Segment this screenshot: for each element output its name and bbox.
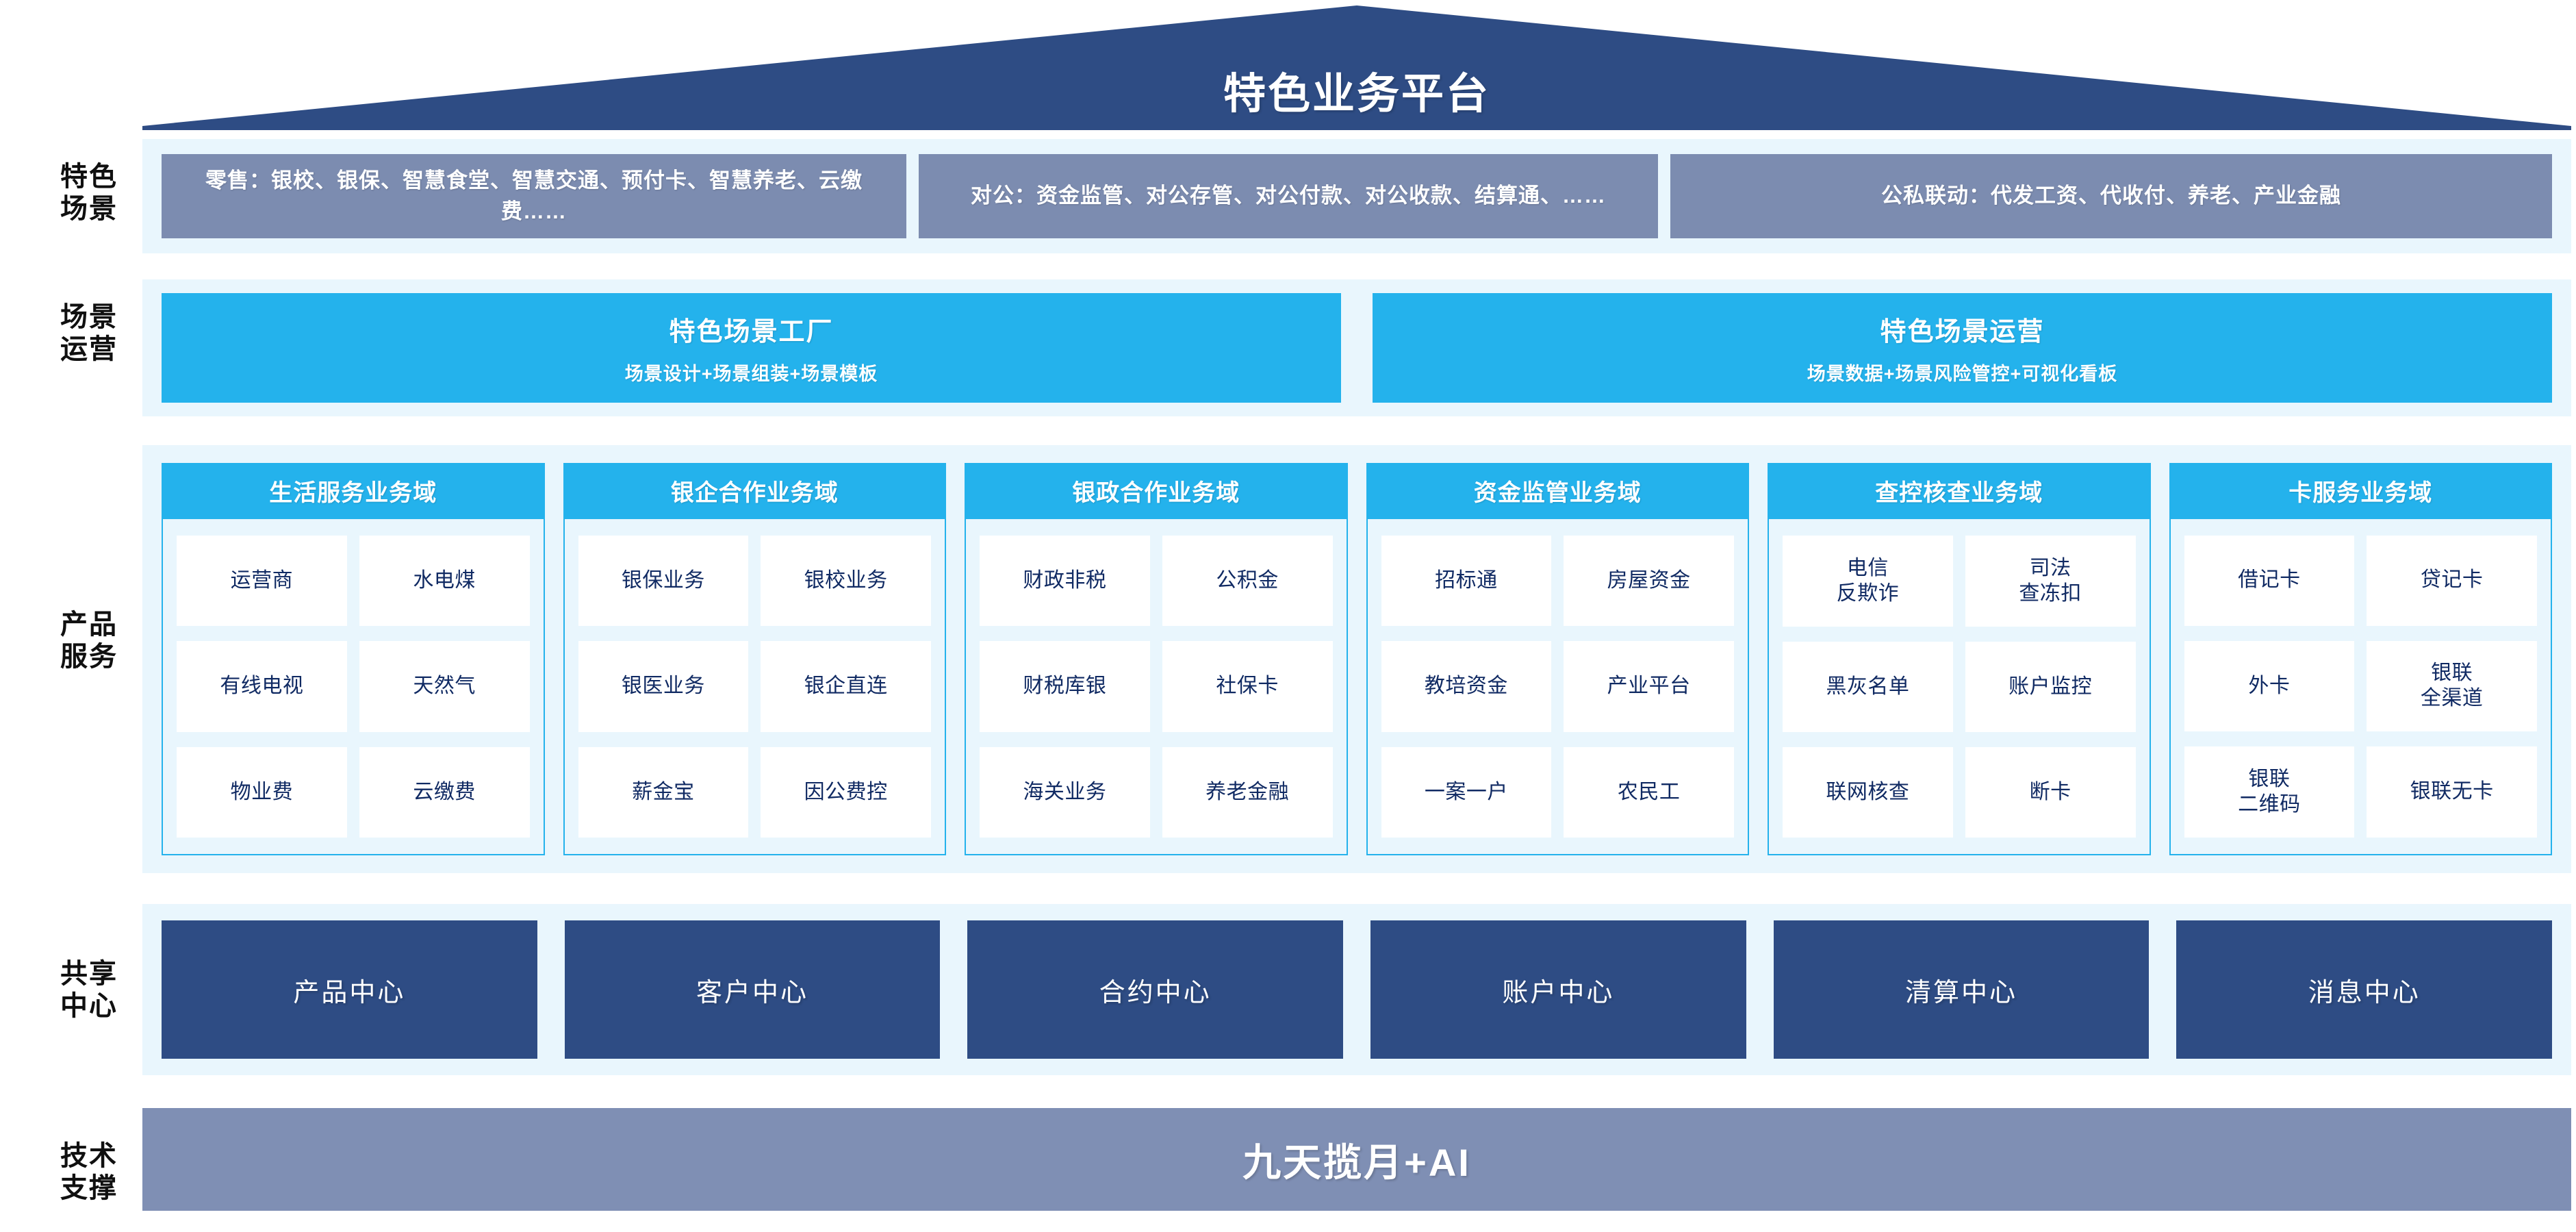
product-cell[interactable]: 公积金 [1162,536,1333,627]
domain-card-service[interactable]: 卡服务业务域 借记卡 贷记卡 外卡 银联 全渠道 银联 二维码 银联无卡 [2169,463,2552,855]
product-cell[interactable]: 物业费 [177,746,347,838]
row-label-product: 产品 服务 [21,590,157,692]
product-cell[interactable]: 云缴费 [359,746,530,838]
domain-bank-government-grid: 财政非税 公积金 财税库银 社保卡 海关业务 养老金融 [966,519,1347,854]
domain-investigation-control-grid: 电信 反欺诈 司法 查冻扣 黑灰名单 账户监控 联网核查 断卡 [1769,519,2150,854]
domain-investigation-control-title: 查控核查业务域 [1768,463,2151,519]
product-cell[interactable]: 电信 反欺诈 [1783,536,1953,627]
tech-support-bar[interactable]: 九天揽月+AI [142,1108,2571,1211]
shared-center-message[interactable]: 消息中心 [2176,920,2553,1059]
product-cell[interactable]: 水电煤 [359,536,530,627]
ops-box-scene-operation[interactable]: 特色场景运营 场景数据+场景风险管控+可视化看板 [1373,293,2552,403]
product-cell[interactable]: 农民工 [1564,746,1734,838]
product-cell[interactable]: 银联 全渠道 [2367,640,2537,732]
product-cell[interactable]: 海关业务 [980,746,1150,838]
row-label-tech: 技术 支撑 [21,1122,157,1223]
domain-fund-supervision-title: 资金监管业务域 [1366,463,1749,519]
product-cell[interactable]: 产业平台 [1564,641,1734,732]
domain-life-service-title: 生活服务业务域 [162,463,545,519]
roof-shape-icon [142,5,2571,130]
product-cell[interactable]: 财税库银 [980,641,1150,732]
product-cell[interactable]: 有线电视 [177,641,347,732]
product-cell[interactable]: 因公费控 [761,746,931,838]
shared-center-contract[interactable]: 合约中心 [967,920,1344,1059]
product-cell[interactable]: 运营商 [177,536,347,627]
row-label-scene-line1: 特色 [60,161,118,192]
row-label-scene-line2: 场景 [60,194,118,224]
product-cell[interactable]: 银联无卡 [2367,746,2537,838]
product-cell[interactable]: 养老金融 [1162,746,1333,838]
page-title: 特色业务平台 [1223,71,1490,118]
domain-bank-government-title: 银政合作业务域 [965,463,1348,519]
domain-card-service-title: 卡服务业务域 [2169,463,2552,519]
product-cell[interactable]: 银校业务 [761,536,931,627]
shared-center-product[interactable]: 产品中心 [162,920,537,1059]
domain-fund-supervision-grid: 招标通 房屋资金 教培资金 产业平台 一案一户 农民工 [1368,519,1748,854]
shared-center-customer[interactable]: 客户中心 [564,920,941,1059]
product-cell[interactable]: 外卡 [2184,640,2355,732]
product-cell[interactable]: 银联 二维码 [2184,746,2355,838]
row-label-operation-line1: 场景 [60,301,118,332]
product-cell[interactable]: 教培资金 [1381,641,1552,732]
row-label-product-line2: 服务 [60,642,118,672]
domain-fund-supervision[interactable]: 资金监管业务域 招标通 房屋资金 教培资金 产业平台 一案一户 农民工 [1366,463,1749,855]
scene-box-retail[interactable]: 零售：银校、银保、智慧食堂、智慧交通、预付卡、智慧养老、云缴费…… [162,154,906,238]
row-label-shared-line2: 中心 [60,991,118,1021]
product-cell[interactable]: 银企直连 [761,641,931,732]
product-cell[interactable]: 账户监控 [1965,642,2136,733]
product-band: 生活服务业务域 运营商 水电煤 有线电视 天然气 物业费 云缴费 银企合作业务域… [142,445,2571,873]
row-label-tech-line1: 技术 [60,1140,118,1171]
product-cell[interactable]: 天然气 [359,641,530,732]
operation-band: 特色场景工厂 场景设计+场景组装+场景模板 特色场景运营 场景数据+场景风险管控… [142,279,2571,416]
ops-operation-title: 特色场景运营 [1880,318,2045,347]
row-label-operation: 场景 运营 [21,283,157,384]
domain-life-service[interactable]: 生活服务业务域 运营商 水电煤 有线电视 天然气 物业费 云缴费 [162,463,545,855]
product-cell[interactable]: 银保业务 [578,536,749,627]
product-cell[interactable]: 房屋资金 [1564,536,1734,627]
row-label-shared-line1: 共享 [60,958,118,989]
ops-operation-subtitle: 场景数据+场景风险管控+可视化看板 [1807,364,2118,384]
domain-bank-enterprise-title: 银企合作业务域 [563,463,946,519]
product-cell[interactable]: 借记卡 [2184,536,2355,626]
domain-bank-government[interactable]: 银政合作业务域 财政非税 公积金 财税库银 社保卡 海关业务 养老金融 [965,463,1348,855]
domain-bank-enterprise-grid: 银保业务 银校业务 银医业务 银企直连 薪金宝 因公费控 [565,519,945,854]
ops-factory-subtitle: 场景设计+场景组装+场景模板 [624,364,878,384]
product-cell[interactable]: 贷记卡 [2367,536,2537,626]
row-label-product-line1: 产品 [60,609,118,640]
product-cell[interactable]: 联网核查 [1783,747,1953,838]
domain-bank-enterprise[interactable]: 银企合作业务域 银保业务 银校业务 银医业务 银企直连 薪金宝 因公费控 [563,463,946,855]
product-cell[interactable]: 薪金宝 [578,746,749,838]
scene-band: 零售：银校、银保、智慧食堂、智慧交通、预付卡、智慧养老、云缴费…… 对公：资金监… [142,139,2571,253]
product-cell[interactable]: 断卡 [1965,747,2136,838]
product-cell[interactable]: 社保卡 [1162,641,1333,732]
row-label-scene: 特色 场景 [21,142,157,244]
product-cell[interactable]: 银医业务 [578,641,749,732]
platform-roof-banner: 特色业务平台 [142,5,2571,130]
product-cell[interactable]: 司法 查冻扣 [1965,536,2136,627]
product-cell[interactable]: 一案一户 [1381,746,1552,838]
scene-box-corporate[interactable]: 对公：资金监管、对公存管、对公付款、对公收款、结算通、…… [919,154,1658,238]
ops-box-scene-factory[interactable]: 特色场景工厂 场景设计+场景组装+场景模板 [162,293,1341,403]
row-label-shared: 共享 中心 [21,940,157,1041]
row-label-operation-line2: 运营 [60,334,118,364]
shared-center-account[interactable]: 账户中心 [1370,920,1746,1059]
domain-investigation-control[interactable]: 查控核查业务域 电信 反欺诈 司法 查冻扣 黑灰名单 账户监控 联网核查 断卡 [1768,463,2151,855]
shared-center-band: 产品中心 客户中心 合约中心 账户中心 清算中心 消息中心 [142,904,2571,1075]
ops-factory-title: 特色场景工厂 [669,318,834,347]
scene-box-public-private[interactable]: 公私联动：代发工资、代收付、养老、产业金融 [1670,154,2552,238]
shared-center-settlement[interactable]: 清算中心 [1773,920,2150,1059]
product-cell[interactable]: 黑灰名单 [1783,642,1953,733]
product-cell[interactable]: 招标通 [1381,536,1552,627]
domain-card-service-grid: 借记卡 贷记卡 外卡 银联 全渠道 银联 二维码 银联无卡 [2171,519,2551,854]
domain-life-service-grid: 运营商 水电煤 有线电视 天然气 物业费 云缴费 [163,519,544,854]
product-cell[interactable]: 财政非税 [980,536,1150,627]
row-label-tech-line2: 支撑 [60,1173,118,1203]
